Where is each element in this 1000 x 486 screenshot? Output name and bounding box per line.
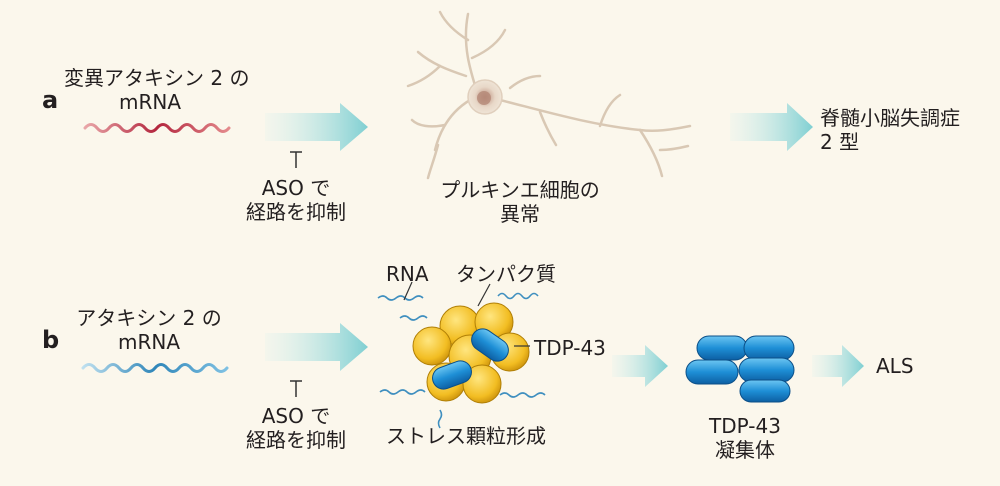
arrow-b2 <box>612 345 668 387</box>
mutant-mrna-wave <box>83 123 231 133</box>
sca2-label-line1: 脊髄小脳失調症 <box>820 106 960 130</box>
aggregate-label-line2: 凝集体 <box>715 438 775 462</box>
arrow-a1 <box>265 103 368 151</box>
sca2-label: 脊髄小脳失調症 2 型 <box>820 106 960 154</box>
arrow-b1 <box>265 323 368 371</box>
panel-b-mrna-line2: mRNA <box>117 330 181 354</box>
purkinje-label-line1: プルキンエ細胞の <box>440 178 600 202</box>
panel-b-aso-line1: ASO で <box>261 404 331 428</box>
panel-b-aso-label: ASO で 経路を抑制 <box>238 404 354 452</box>
arrow-a2 <box>730 103 813 151</box>
panel-a-mrna-line2: mRNA <box>118 90 182 114</box>
protein-leader <box>477 283 491 307</box>
panel-a-mrna-label: 変異アタキシン 2 の mRNA <box>64 66 250 114</box>
panel-a-aso-label: ASO で 経路を抑制 <box>238 176 354 224</box>
rna-leader <box>403 281 413 301</box>
aso-inhibition-b <box>290 380 302 397</box>
aggregate-label: TDP-43 凝集体 <box>690 414 800 462</box>
aso-inhibition-a <box>290 151 302 168</box>
granule-proteins <box>412 302 530 404</box>
panel-a-aso-line2: 経路を抑制 <box>246 200 346 224</box>
normal-mrna-wave <box>81 363 229 373</box>
rna-label: RNA <box>386 262 429 286</box>
panel-a-aso-line1: ASO で <box>261 176 331 200</box>
protein-label: タンパク質 <box>456 262 556 286</box>
sca2-label-line2: 2 型 <box>820 130 860 154</box>
panel-b-mrna-line1: アタキシン 2 の <box>76 306 222 330</box>
purkinje-label: プルキンエ細胞の 異常 <box>430 178 610 226</box>
granule-tdp43 <box>432 328 509 390</box>
tdp43-aggregate <box>685 335 795 403</box>
tdp43-label: TDP-43 <box>534 336 606 360</box>
purkinje-cell <box>406 10 692 180</box>
panel-a-letter: a <box>42 86 59 114</box>
granule-rna-strands <box>377 292 546 429</box>
panel-b-aso-line2: 経路を抑制 <box>246 428 346 452</box>
purkinje-label-line2: 異常 <box>500 202 540 226</box>
als-label: ALS <box>876 354 914 378</box>
arrow-b3 <box>812 345 864 387</box>
panel-a-mrna-line1: 変異アタキシン 2 の <box>64 66 250 90</box>
panel-b-mrna-label: アタキシン 2 の mRNA <box>74 306 224 354</box>
aggregate-label-line1: TDP-43 <box>709 414 781 438</box>
panel-b-letter: b <box>42 326 60 354</box>
stress-granule-label: ストレス顆粒形成 <box>386 424 546 448</box>
